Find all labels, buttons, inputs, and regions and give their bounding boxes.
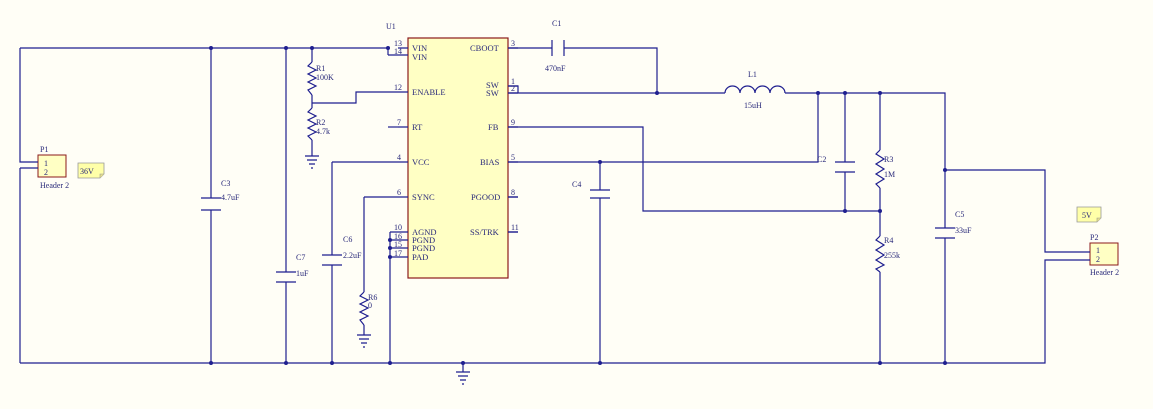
p2-type: Header 2 xyxy=(1090,268,1119,277)
pin-number: 11 xyxy=(511,223,519,232)
pin-sstrk-label: SS/TRK xyxy=(470,227,500,237)
pin-number: 3 xyxy=(511,39,515,48)
p2-pin1: 1 xyxy=(1096,246,1100,255)
pin-cboot-label: CBOOT xyxy=(470,43,500,53)
pin-number: 5 xyxy=(511,153,515,162)
pin-number: 8 xyxy=(511,188,515,197)
r1-designator: R1 xyxy=(316,64,325,73)
pin-number: 14 xyxy=(394,47,402,56)
ground-icon xyxy=(357,334,371,348)
p2-designator: P2 xyxy=(1090,233,1098,242)
pin-number: 13 xyxy=(394,39,402,48)
capacitor-c7: C7 1uF xyxy=(276,253,309,283)
pin-bias-label: BIAS xyxy=(480,157,500,167)
r3-value: 1M xyxy=(884,170,895,179)
l1-designator: L1 xyxy=(748,70,757,79)
r6-value: 0 xyxy=(368,301,372,310)
inductor-l1: L1 15uH xyxy=(724,70,786,110)
capacitor-c6: C6 2.2uF xyxy=(322,235,362,266)
c2-designator: C2 xyxy=(817,155,826,164)
pin-pgnd-label: PGND xyxy=(412,235,435,245)
capacitor-c2: C2 xyxy=(817,155,855,173)
r6-designator: R6 xyxy=(368,293,377,302)
pin-vin-label: VIN xyxy=(412,52,427,62)
voltage-tag-5v-text: 5V xyxy=(1082,211,1092,220)
pin-number: 6 xyxy=(397,188,401,197)
capacitor-c5: C5 33uF xyxy=(935,210,972,239)
capacitor-c1: C1 470nF xyxy=(545,19,566,73)
p1-designator: P1 xyxy=(40,145,48,154)
connector-p1: P1 1 2 Header 2 xyxy=(27,145,69,190)
r4-designator: R4 xyxy=(884,236,893,245)
pin-pad-label: PAD xyxy=(412,252,428,262)
c6-designator: C6 xyxy=(343,235,352,244)
pin-number: 10 xyxy=(394,223,402,232)
pin-enable-label: ENABLE xyxy=(412,87,446,97)
c7-value: 1uF xyxy=(296,269,309,278)
r2-designator: R2 xyxy=(316,118,325,127)
l1-value: 15uH xyxy=(744,101,762,110)
c3-value: 4.7uF xyxy=(221,193,240,202)
junction-dots xyxy=(209,46,947,365)
voltage-tag-36v: 36V xyxy=(77,162,105,179)
r3-designator: R3 xyxy=(884,155,893,164)
resistor-r2: R2 4.7k xyxy=(306,103,330,141)
pin-number: 4 xyxy=(397,153,401,162)
pin-pgnd-label: PGND xyxy=(412,243,435,253)
pin-sync-label: SYNC xyxy=(412,192,435,202)
resistor-r4: R4 255k xyxy=(874,235,900,273)
pin-number: 7 xyxy=(397,118,401,127)
c4-designator: C4 xyxy=(572,180,581,189)
p1-pin1: 1 xyxy=(44,159,48,168)
pin-number: 1 xyxy=(511,77,515,86)
u1-designator: U1 xyxy=(386,22,396,31)
pin-sw-label: SW xyxy=(486,88,499,98)
c7-designator: C7 xyxy=(296,253,305,262)
resistor-r1: R1 100K xyxy=(306,61,334,96)
capacitor-c4: C4 xyxy=(572,180,610,199)
voltage-tag-36v-text: 36V xyxy=(80,167,94,176)
voltage-tag-5v: 5V xyxy=(1076,206,1102,223)
c1-designator: C1 xyxy=(552,19,561,28)
pin-number: 16 xyxy=(394,232,402,241)
pin-number: 17 xyxy=(394,249,402,258)
r4-value: 255k xyxy=(884,251,900,260)
pin-number: 12 xyxy=(394,83,402,92)
c3-designator: C3 xyxy=(221,179,230,188)
pin-vcc-label: VCC xyxy=(412,157,430,167)
capacitor-c3: C3 4.7uF xyxy=(201,179,240,211)
p1-pin2: 2 xyxy=(44,168,48,177)
c1-value: 470nF xyxy=(545,64,566,73)
pin-pgood-label: PGOOD xyxy=(471,192,500,202)
pin-number: 9 xyxy=(511,118,515,127)
r2-value: 4.7k xyxy=(316,127,330,136)
pin-rt-label: RT xyxy=(412,122,423,132)
ground-icon xyxy=(305,155,319,169)
resistor-r3: R3 1M xyxy=(874,149,895,189)
pin-sw-label: SW xyxy=(486,80,499,90)
ic-u1: U1 VIN VIN ENABLE RT VCC SYNC AGND PGND … xyxy=(386,22,519,279)
r1-value: 100K xyxy=(316,73,334,82)
pin-number: 2 xyxy=(511,84,515,93)
connector-p2: P2 1 2 Header 2 xyxy=(1080,233,1119,277)
pin-number: 15 xyxy=(394,240,402,249)
wires xyxy=(19,47,1080,372)
p2-pin2: 2 xyxy=(1096,255,1100,264)
pin-vin-label: VIN xyxy=(412,43,427,53)
c6-value: 2.2uF xyxy=(343,251,362,260)
pin-agnd-label: AGND xyxy=(412,227,437,237)
resistor-r6: R6 0 xyxy=(358,291,377,326)
ground-icon xyxy=(456,371,470,385)
c5-designator: C5 xyxy=(955,210,964,219)
c5-value: 33uF xyxy=(955,226,972,235)
pin-fb-label: FB xyxy=(488,122,499,132)
p1-type: Header 2 xyxy=(40,181,69,190)
